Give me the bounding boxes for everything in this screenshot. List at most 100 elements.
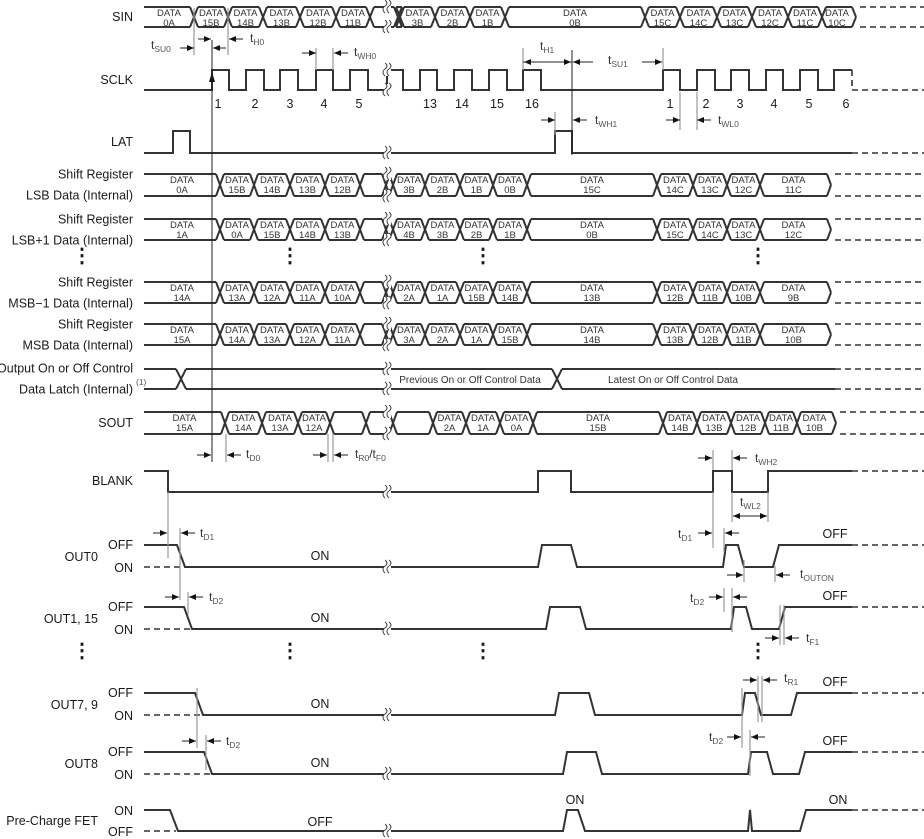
bus-data-value: 0A [231,230,243,241]
signal-label: OUT1, 15 [44,612,98,626]
level-label-on: ON [114,768,133,782]
break-mark-icon [386,295,392,310]
signal-label: BLANK [92,474,134,488]
bus-data-word: DATA [663,220,688,231]
signal-label: Shift Register [58,318,133,332]
timing-symbol: t [800,567,804,581]
bus-transition [215,323,225,346]
bus-data-word: DATA [465,283,490,294]
signal-label: LAT [111,135,133,149]
bus-transition [293,411,303,435]
bus-data-word: DATA [397,175,422,186]
timing-label-twl0: tWL0 [718,113,739,129]
bus-data-word: DATA [157,8,182,19]
bus-data-word: DATA [431,175,456,186]
sclk-count-label: 3 [287,97,294,111]
bus-transition [726,411,736,435]
level-label-on: ON [114,623,133,637]
bus-data-value: 0A [163,18,175,29]
bus-transition [500,6,510,28]
bus-transition [361,411,371,435]
break-mark-icon [386,484,392,499]
timing-label-th0: tH0 [250,31,264,47]
bus-transition [792,411,802,435]
bus-transition [522,173,532,197]
signal-label: Data Latch (Internal) [19,383,133,397]
bus-latch [144,368,924,390]
bus-data-value: 15B [264,230,281,241]
state-label: ON [311,756,330,770]
bus-data-word: DATA [331,175,356,186]
bus-transition [692,411,702,435]
bus-sr_lsb: DATA0ADATA15BDATA14BDATA13BDATA12BDATA3B… [144,173,924,197]
bus-data-word: DATA [225,325,250,336]
blank-waveform [144,470,852,493]
arrow-right-icon [548,117,555,123]
bus-transition [551,368,563,390]
bus-data-value: 11B [702,293,718,304]
bus-transition [652,281,662,304]
bus-data-value: 15B [502,335,519,346]
bus-transition [215,218,225,241]
bus-data-word: DATA [173,413,198,424]
state-label: ON [311,611,330,625]
bus-data-word: DATA [498,220,523,231]
bus-data-word: DATA [465,175,490,186]
out8-waveform [144,751,852,775]
timing-symbol: t [806,631,810,645]
bus-transition [652,218,662,241]
bus-data-word: DATA [782,220,807,231]
bus-data-word: DATA [769,413,794,424]
bus-transition [420,173,430,197]
bus-transition [455,173,465,197]
bus-data-word: DATA [260,175,285,186]
state-label: ON [829,793,848,807]
state-label: ON [311,549,330,563]
sclk-count-label: 16 [525,97,539,111]
bus-data-word: DATA [687,8,712,19]
arrow-right-icon [734,734,741,740]
bus-data-value: 14A [229,335,247,346]
bus-end [831,422,837,435]
arrow-left-icon [733,513,740,519]
ellipsis-icon: ⋮ [748,245,768,267]
break-mark-icon [382,19,388,34]
bus-data-value: 14B [584,335,601,346]
bus-sout: DATA15ADATA14ADATA13ADATA12ADATA2ADATA1A… [144,411,924,435]
timing-label-touton: tOUTON [800,567,834,583]
break-mark-icon [382,274,388,289]
bus-end [826,292,832,304]
arrow-left-icon [697,117,704,123]
timing-subscript: WL0 [721,119,739,129]
break-mark-icon [386,361,392,376]
arrow-right-icon [673,117,680,123]
break-mark-icon [382,621,388,636]
bus-transition [320,218,330,241]
bus-data-value: 11C [797,18,814,29]
signal-label: SCLK [100,73,133,87]
out1-waveform [144,606,852,630]
sclk-count-label: 6 [843,97,850,111]
arrow-left-icon [334,452,341,458]
signal-label: OUT8 [65,757,98,771]
bus-transition [249,281,259,304]
bus-data-value: 0B [504,185,516,196]
bus-data-value: 14B [502,293,519,304]
signal-label: OUT7, 9 [51,698,98,712]
bus-transition [258,6,268,28]
timing-label-tsu1: tSU1 [608,53,628,69]
bus-transition [461,411,471,435]
timing-subscript: D2 [212,596,223,606]
bus-transition [522,323,532,346]
arrow-left-icon [733,455,740,461]
timing-symbol: t [200,526,204,540]
bus-data-value: 12B [740,423,757,434]
bus-transition [495,411,505,435]
bus-data-value: 13B [667,335,684,346]
bus-data-value: 9B [788,293,800,304]
signal-label: SOUT [98,416,133,430]
bus-data-value: 13B [299,185,316,196]
arrow-right-icon [655,59,662,65]
bus-transition [755,323,765,346]
out7-waveform [144,692,852,716]
